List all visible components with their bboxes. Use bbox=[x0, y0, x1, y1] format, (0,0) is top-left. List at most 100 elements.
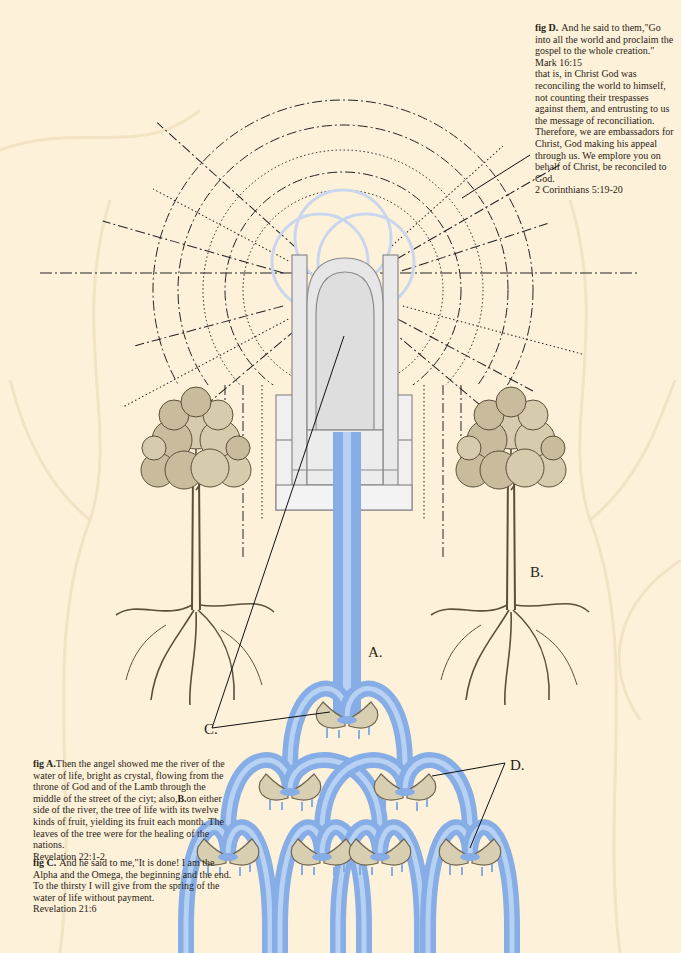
water-arch bbox=[380, 827, 422, 953]
left-hand bbox=[374, 774, 403, 800]
tree-leaves bbox=[191, 449, 229, 487]
figure-heading: B. bbox=[177, 793, 186, 804]
water-drips bbox=[327, 727, 369, 739]
watermark bbox=[0, 110, 681, 953]
water-drips bbox=[302, 864, 344, 876]
art-shape bbox=[0, 110, 200, 150]
cupped-water bbox=[460, 853, 480, 861]
water-drips bbox=[360, 864, 402, 876]
water-arches bbox=[186, 689, 512, 953]
art-shape bbox=[316, 272, 374, 430]
tree-line bbox=[507, 470, 515, 610]
halo-rings bbox=[153, 100, 533, 385]
art-shape bbox=[60, 200, 110, 953]
art-shape bbox=[470, 763, 505, 848]
right-hand bbox=[292, 774, 321, 800]
art-shape bbox=[292, 255, 307, 500]
art-shape bbox=[432, 763, 505, 776]
callout-letter: C. bbox=[204, 721, 218, 737]
light-ray bbox=[157, 123, 297, 249]
right-hand bbox=[382, 839, 411, 865]
tree-line bbox=[151, 610, 194, 700]
water-drips bbox=[270, 799, 312, 811]
cupped-hands bbox=[259, 774, 320, 811]
right-hand bbox=[472, 839, 501, 865]
art-shape bbox=[10, 380, 90, 520]
tree-leaves bbox=[142, 436, 166, 460]
verse-text: Mark 16:15 bbox=[535, 57, 677, 69]
light-ray bbox=[398, 319, 533, 391]
water-arch bbox=[322, 760, 405, 855]
art-shape bbox=[276, 439, 292, 440]
tree-leaves bbox=[541, 436, 565, 460]
art-shape bbox=[383, 255, 398, 500]
figure-heading: fig C. bbox=[33, 857, 56, 868]
tree-line bbox=[431, 605, 507, 615]
tree-line bbox=[515, 604, 589, 612]
verse-text: 2 Corinthians 5:19-20 bbox=[535, 184, 677, 196]
tree-line bbox=[116, 605, 192, 615]
tree-of-life bbox=[431, 387, 589, 705]
verse-block: fig D.And he said to them,"Go into all t… bbox=[535, 22, 677, 196]
tree-line bbox=[192, 470, 200, 610]
water-arch-shine bbox=[228, 827, 270, 953]
cupped-hands bbox=[374, 774, 435, 811]
left-hand bbox=[291, 839, 320, 865]
tree-line bbox=[221, 630, 262, 685]
verse-block: fig C.And he said to me,"It is done! I a… bbox=[33, 857, 233, 915]
right-hand bbox=[324, 839, 353, 865]
light-ray bbox=[403, 306, 585, 355]
water-arch bbox=[470, 827, 512, 953]
left-hand bbox=[439, 839, 468, 865]
figure-heading: fig A. bbox=[33, 758, 56, 769]
callout-letter: B. bbox=[530, 564, 544, 580]
art-shape bbox=[212, 336, 344, 728]
left-hand bbox=[316, 702, 345, 728]
tree-line bbox=[190, 612, 197, 705]
art-shape bbox=[307, 258, 383, 430]
water-arch bbox=[228, 827, 270, 953]
left-hand bbox=[349, 839, 378, 865]
light-ray bbox=[135, 306, 283, 346]
tree-leaves bbox=[496, 387, 526, 417]
figure-heading: fig D. bbox=[535, 22, 558, 33]
river bbox=[333, 432, 361, 717]
hands bbox=[197, 702, 500, 876]
light-ray bbox=[153, 189, 288, 261]
tree-leaves bbox=[506, 449, 544, 487]
water-arch-shine bbox=[322, 760, 405, 855]
tree-line bbox=[200, 604, 274, 612]
leader-lines bbox=[212, 155, 530, 848]
tree-line bbox=[441, 625, 481, 680]
tree-line bbox=[126, 625, 166, 680]
water-drips bbox=[450, 864, 492, 876]
cupped-water bbox=[370, 853, 390, 861]
verse-block: fig A.Then the angel showed me the river… bbox=[33, 758, 233, 862]
art-shape bbox=[590, 380, 675, 520]
art-shape bbox=[333, 432, 361, 717]
cupped-hands bbox=[316, 702, 377, 739]
art-shape bbox=[203, 150, 483, 385]
art-shape bbox=[619, 560, 681, 720]
art-shape bbox=[178, 125, 508, 385]
tree-of-life bbox=[116, 387, 274, 705]
tree-leaves bbox=[226, 436, 250, 460]
light-ray bbox=[103, 221, 284, 273]
light-ray bbox=[402, 224, 548, 271]
cupped-water bbox=[280, 788, 300, 796]
verse-text: that is, in Christ God was reconciling t… bbox=[535, 68, 677, 184]
tree-line bbox=[466, 610, 509, 700]
callout-letter: A. bbox=[368, 644, 383, 660]
tree-line bbox=[536, 630, 577, 685]
art-shape bbox=[570, 200, 620, 953]
art-shape bbox=[153, 100, 533, 385]
verse-text: And he said to me,"It is done! I am the … bbox=[33, 857, 231, 903]
cupped-hands bbox=[291, 839, 352, 876]
cupped-water bbox=[395, 788, 415, 796]
light-rays bbox=[103, 123, 585, 451]
tree-leaves bbox=[181, 387, 211, 417]
art-shape bbox=[398, 439, 412, 440]
tree-leaves bbox=[457, 436, 481, 460]
tree-line bbox=[198, 610, 234, 700]
